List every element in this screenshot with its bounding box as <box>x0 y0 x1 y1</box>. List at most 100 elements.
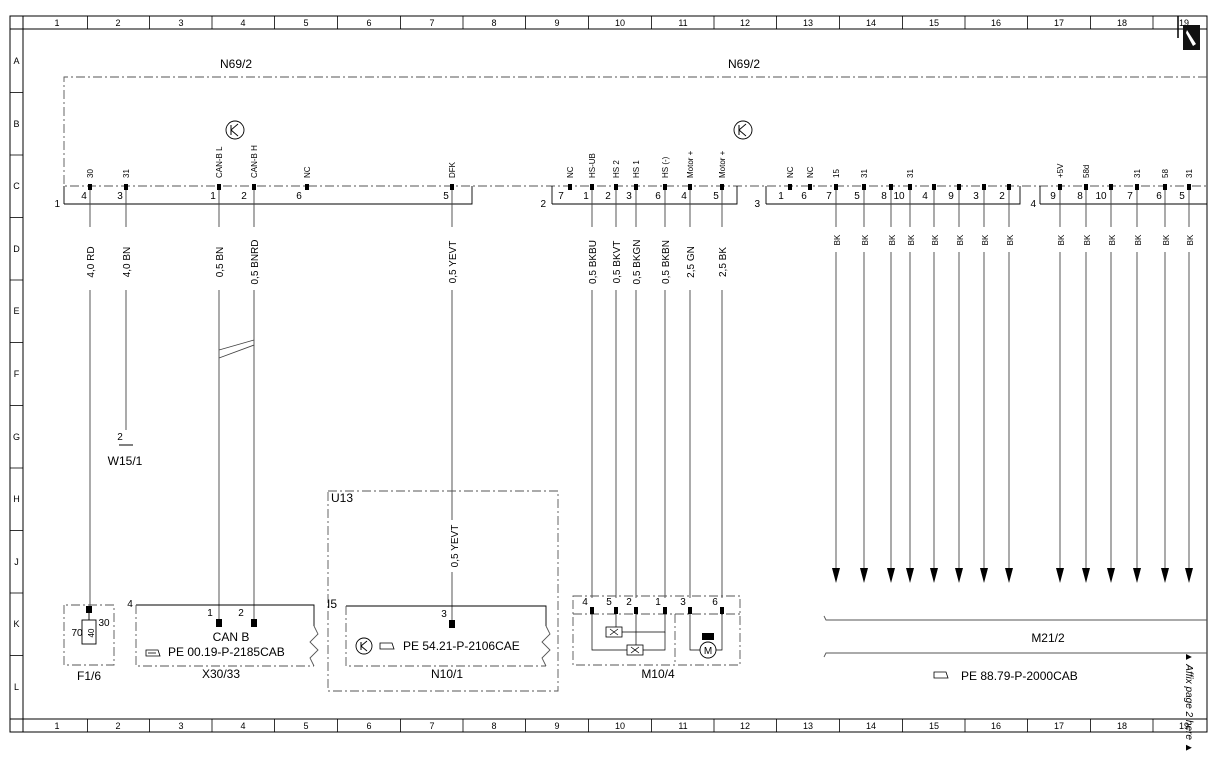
connector-pin <box>614 184 618 190</box>
pin-number: 9 <box>948 191 954 202</box>
connector-pin <box>1058 184 1062 190</box>
m104-pin-number: 5 <box>606 597 612 608</box>
pin-number: 2 <box>605 191 611 202</box>
pin-signal: 31 <box>1185 169 1194 178</box>
connector-pin <box>663 184 667 190</box>
wire-label: BK <box>931 234 940 245</box>
connector-pin <box>568 184 572 190</box>
pin-number: 2 <box>241 191 247 202</box>
m104-pin <box>634 607 638 614</box>
connector-pin <box>1135 184 1139 190</box>
wire-label: BK <box>1083 234 1092 245</box>
column-number-top: 16 <box>991 18 1001 28</box>
connector-pin <box>1109 184 1113 190</box>
wire-label: BK <box>861 234 870 245</box>
pin-signal: 58d <box>1082 165 1091 178</box>
row-letter: L <box>14 682 19 692</box>
fuse-rating: 40 <box>87 628 96 637</box>
column-number-top: 11 <box>678 18 687 28</box>
wire-label: 0,5 BKVT <box>612 241 623 284</box>
column-number-top: 7 <box>429 18 434 28</box>
wire-label: 4,0 RD <box>86 246 97 277</box>
m104-pin-number: 3 <box>680 597 686 608</box>
fuse-box-f16 <box>63 604 115 666</box>
page-corner-icon <box>1177 16 1200 50</box>
fuse-label: F1/6 <box>77 669 101 683</box>
connector-pin <box>634 184 638 190</box>
connector-id: 4 <box>1030 199 1036 210</box>
n101-pin: 3 <box>441 609 447 620</box>
column-number-bottom: 7 <box>429 721 434 731</box>
arrow-down-icon <box>1005 568 1013 583</box>
column-number-bottom: 11 <box>678 721 687 731</box>
pin-signal: NC <box>786 166 795 178</box>
column-number-bottom: 17 <box>1054 721 1064 731</box>
arrow-down-icon <box>1107 568 1115 583</box>
column-number-top: 6 <box>366 18 371 28</box>
wire-label: BK <box>956 234 965 245</box>
connector-pin <box>88 184 92 190</box>
connector-pin <box>957 184 961 190</box>
arrow-down-icon <box>1056 568 1064 583</box>
component-n101 <box>345 605 551 667</box>
arrow-down-icon <box>832 568 840 583</box>
m104-pin <box>663 607 667 614</box>
frame <box>9 15 1208 733</box>
pin-number: 2 <box>999 191 1005 202</box>
m104-label: M10/4 <box>641 667 675 681</box>
pin-number: 10 <box>1095 191 1107 202</box>
wire-label: BK <box>833 234 842 245</box>
column-number-bottom: 1 <box>54 721 59 731</box>
pin-signal: 31 <box>1133 169 1142 178</box>
connector-pin <box>124 184 128 190</box>
m104-pin <box>720 607 724 614</box>
pin-number: 6 <box>296 191 302 202</box>
column-number-top: 19 <box>1179 18 1189 28</box>
pin-signal: 31 <box>122 169 131 178</box>
row-letter: H <box>13 494 20 504</box>
wire-label: BK <box>1186 234 1195 245</box>
m212-reference: PE 88.79-P-2000CAB <box>961 669 1078 683</box>
connector-pin <box>834 184 838 190</box>
pin-signal: Motor + <box>718 150 727 178</box>
x3033-pin2: 2 <box>238 608 244 619</box>
wire-label: 0,5 YEVT <box>448 241 459 284</box>
pin-number: 7 <box>1127 191 1133 202</box>
wire-label: BK <box>1057 234 1066 245</box>
connector-pin <box>908 184 912 190</box>
pin-signal: DFK <box>448 161 457 178</box>
x3033-label: X30/33 <box>202 667 240 681</box>
connector-pin <box>1163 184 1167 190</box>
row-letter: B <box>13 119 19 129</box>
m212-label: M21/2 <box>1031 631 1065 645</box>
pin-number: 1 <box>583 191 589 202</box>
connector-id: 1 <box>54 199 60 210</box>
pin-signal: 30 <box>86 169 95 178</box>
wire-label: 0,5 BKGN <box>632 239 643 284</box>
m104-pin-number: 2 <box>626 597 632 608</box>
connector-housings <box>63 186 1207 205</box>
pin-number: 6 <box>801 191 807 202</box>
connector-pin <box>808 184 812 190</box>
wire-label: 4,0 BN <box>122 247 133 278</box>
column-number-bottom: 19 <box>1179 721 1189 731</box>
wire-label: 2,5 GN <box>686 246 697 278</box>
connector-pin <box>982 184 986 190</box>
connector-pin <box>932 184 936 190</box>
row-letter: C <box>13 181 20 191</box>
ground-arrows <box>832 252 1193 583</box>
component-m212 <box>823 615 1207 679</box>
column-number-bottom: 8 <box>491 721 496 731</box>
pin-number: 8 <box>1077 191 1083 202</box>
row-letter: F <box>14 369 20 379</box>
fuse-pin30: 30 <box>98 618 110 629</box>
module-label-left: N69/2 <box>220 57 252 71</box>
x3033-pin1: 1 <box>207 608 213 619</box>
connector-id: 3 <box>754 199 760 210</box>
pin-signal: +5V <box>1056 163 1065 178</box>
pin-signal: 31 <box>860 169 869 178</box>
connector-pin <box>862 184 866 190</box>
